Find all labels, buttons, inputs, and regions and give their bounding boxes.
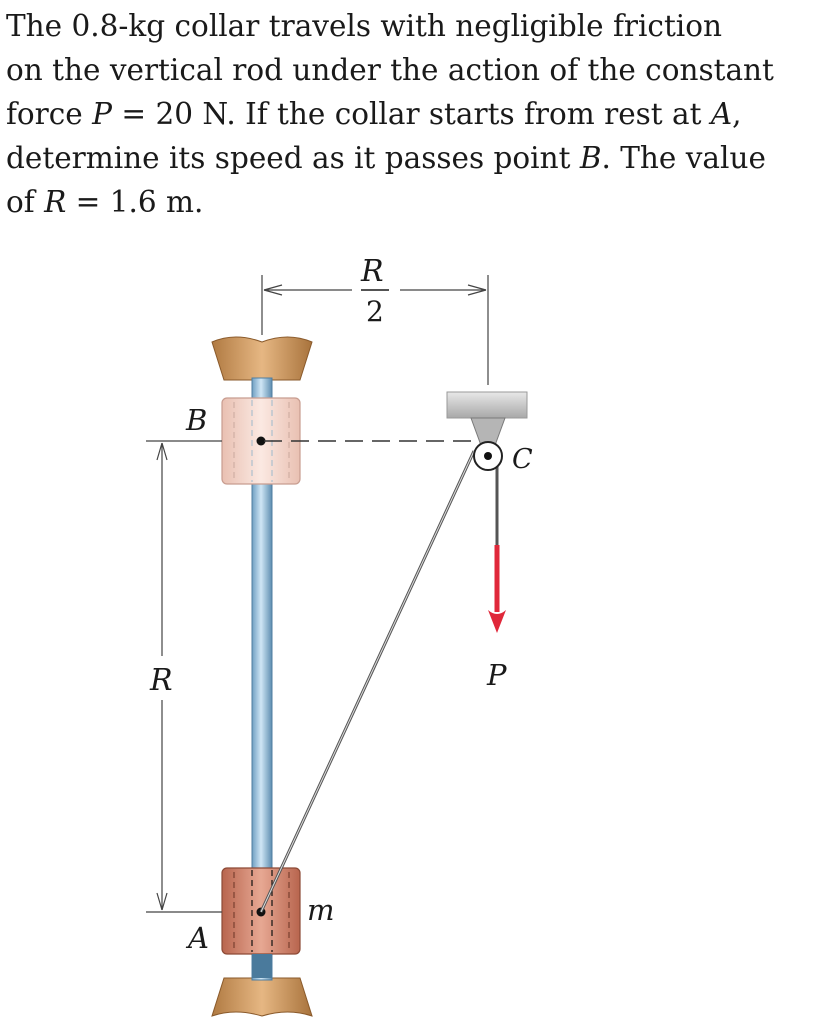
- label-b: B: [185, 403, 207, 437]
- label-m: m: [307, 893, 335, 927]
- top-mount: [211, 336, 313, 381]
- label-r-side: R: [149, 663, 173, 698]
- problem-line-2: on the vertical rod under the action of …: [6, 53, 774, 87]
- problem-line-5: of R = 1.6 m.: [6, 185, 204, 219]
- problem-line-3: force P = 20 N. If the collar starts fro…: [6, 97, 742, 131]
- collar-b: [221, 397, 301, 485]
- pulley-support: [446, 391, 528, 449]
- problem-statement: The 0.8-kg collar travels with negligibl…: [6, 4, 806, 224]
- dimension-r-vertical: [146, 440, 222, 913]
- force-arrow-p: [488, 545, 506, 633]
- problem-line-4: determine its speed as it passes point B…: [6, 141, 766, 175]
- dimension-r-half: R 2: [261, 254, 489, 385]
- label-c: C: [512, 444, 533, 475]
- problem-line-1: The 0.8-kg collar travels with negligibl…: [6, 9, 722, 43]
- label-p: P: [486, 658, 507, 692]
- vertical-rod: [251, 377, 273, 981]
- label-r-top: R: [360, 254, 384, 289]
- bottom-mount: [211, 977, 313, 1017]
- label-two: 2: [366, 295, 384, 328]
- pulley-c: [473, 441, 503, 471]
- label-a: A: [185, 921, 209, 955]
